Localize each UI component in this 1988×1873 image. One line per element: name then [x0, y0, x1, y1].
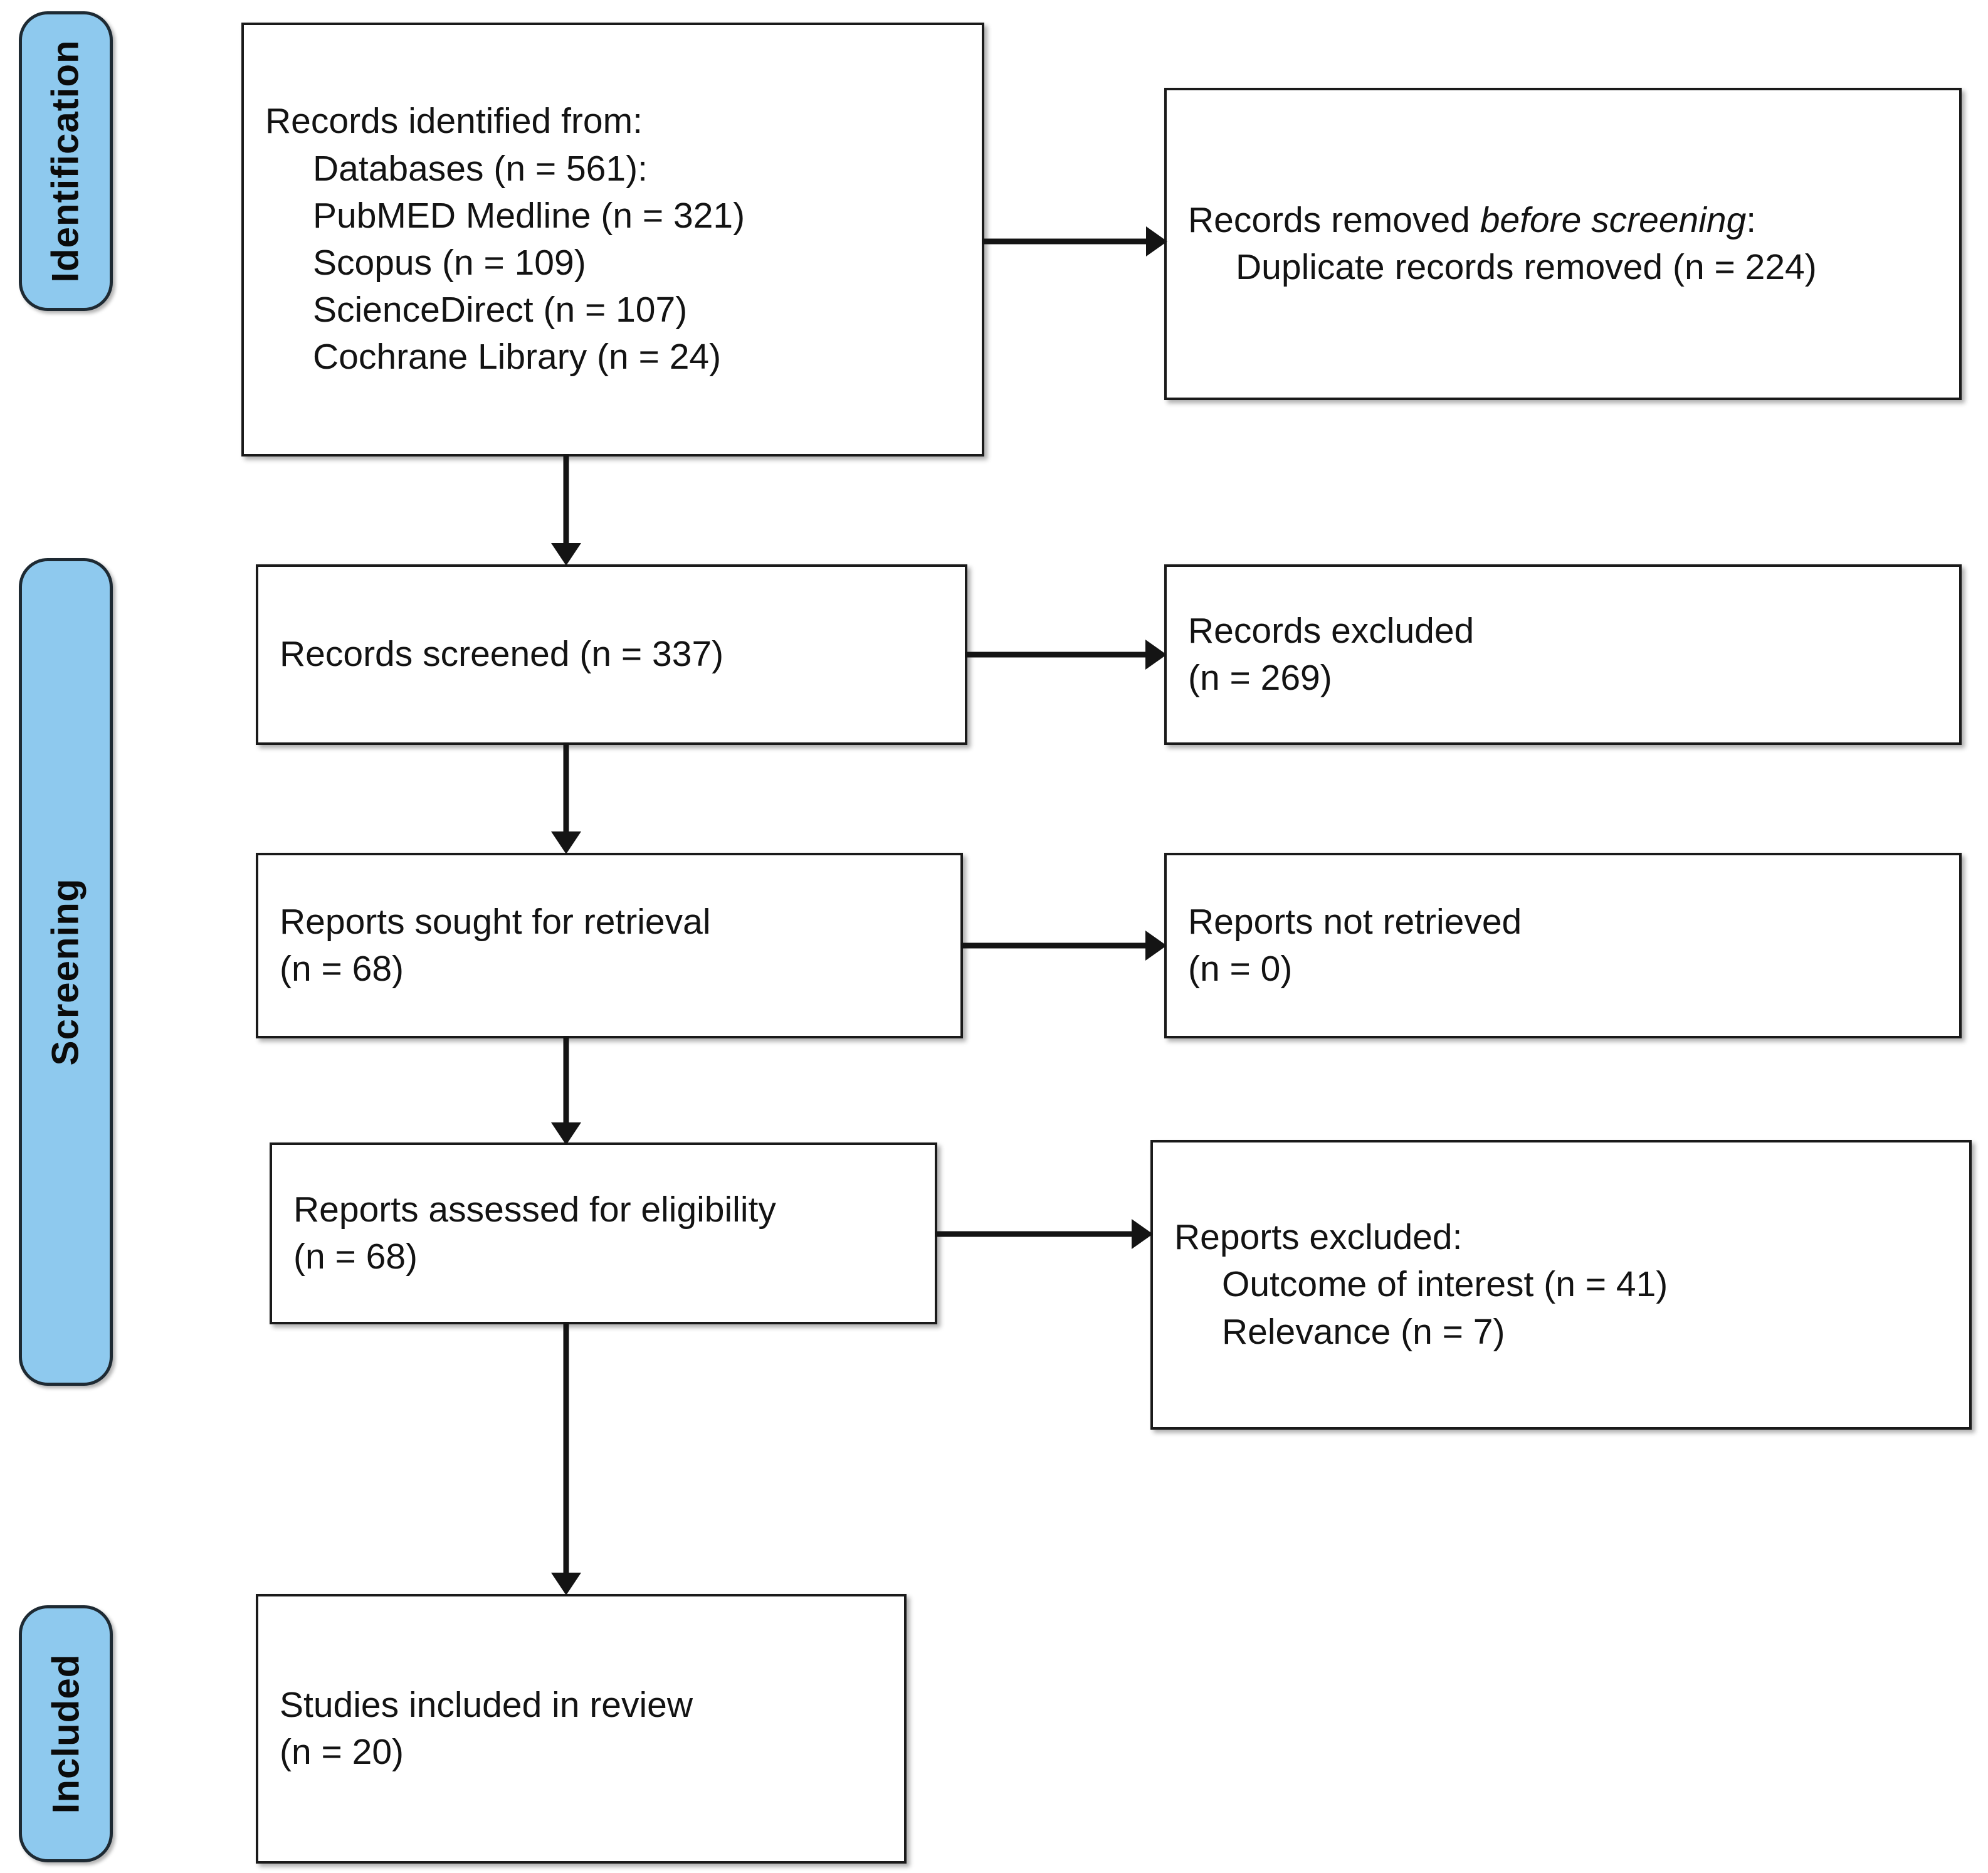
- records-removed-emphasis: before screening: [1480, 199, 1747, 240]
- box-reports-sought-for-retrieval: Reports sought for retrieval (n = 68): [256, 853, 963, 1038]
- line-cochrane-library: Cochrane Library (n = 24): [313, 337, 722, 377]
- phase-label-identification: Identification: [45, 40, 87, 283]
- line-excluded-outcome-of-interest: Outcome of interest (n = 41): [1222, 1264, 1668, 1305]
- connector-screened-to-excluded: [965, 636, 1169, 673]
- connector-sought-to-not-retrieved: [960, 927, 1169, 964]
- phase-bar-included: Included: [19, 1605, 113, 1862]
- box-reports-excluded-text: Reports excluded: Outcome of interest (n…: [1153, 1214, 1969, 1356]
- phase-bar-screening: Screening: [19, 558, 113, 1386]
- box-reports-excluded: Reports excluded: Outcome of interest (n…: [1150, 1140, 1972, 1430]
- line-records-excluded: Records excluded: [1188, 610, 1475, 651]
- connector-screened-to-sought: [547, 742, 585, 857]
- box-records-identified: Records identified from: Databases (n = …: [241, 23, 984, 456]
- line-studies-included: Studies included in review: [280, 1684, 693, 1725]
- connector-assessed-to-excluded: [935, 1215, 1155, 1253]
- line-duplicate-records-removed: Duplicate records removed (n = 224): [1236, 247, 1817, 287]
- line-records-identified-from: Records identified from:: [265, 101, 643, 142]
- box-studies-included-text: Studies included in review (n = 20): [258, 1682, 904, 1776]
- records-removed-prefix: Records removed: [1188, 199, 1480, 240]
- connector-identified-to-screened: [547, 454, 585, 568]
- records-removed-colon: :: [1746, 199, 1757, 240]
- box-reports-assessed-text: Reports assessed for eligibility (n = 68…: [272, 1186, 935, 1280]
- box-records-excluded-text: Records excluded (n = 269): [1167, 608, 1959, 702]
- line-excluded-relevance: Relevance (n = 7): [1222, 1311, 1505, 1352]
- line-databases-total: Databases (n = 561):: [313, 148, 648, 189]
- line-pubmed-medline: PubMED Medline (n = 321): [313, 195, 745, 236]
- box-reports-not-retrieved: Reports not retrieved (n = 0): [1164, 853, 1962, 1038]
- phase-bar-identification: Identification: [19, 11, 113, 311]
- phase-label-included: Included: [45, 1654, 87, 1814]
- line-records-excluded-count: (n = 269): [1188, 658, 1332, 698]
- box-reports-not-retrieved-text: Reports not retrieved (n = 0): [1167, 899, 1959, 993]
- box-studies-included-in-review: Studies included in review (n = 20): [256, 1594, 907, 1864]
- box-reports-assessed-for-eligibility: Reports assessed for eligibility (n = 68…: [270, 1142, 937, 1324]
- connector-sought-to-assessed: [547, 1036, 585, 1148]
- phase-label-screening: Screening: [45, 878, 87, 1066]
- line-sciencedirect: ScienceDirect (n = 107): [313, 290, 688, 330]
- connector-assessed-to-included: [547, 1322, 585, 1598]
- line-reports-not-retrieved-count: (n = 0): [1188, 949, 1293, 989]
- line-records-removed-heading: Records removed before screening:: [1188, 197, 1938, 244]
- line-studies-included-count: (n = 20): [280, 1732, 404, 1772]
- box-records-removed-before-screening: Records removed before screening: Duplic…: [1164, 88, 1962, 400]
- line-reports-assessed: Reports assessed for eligibility: [293, 1189, 776, 1230]
- box-records-identified-text: Records identified from: Databases (n = …: [244, 98, 982, 381]
- box-records-screened-text: Records screened (n = 337): [258, 631, 965, 678]
- box-records-screened: Records screened (n = 337): [256, 564, 967, 745]
- line-reports-sought-count: (n = 68): [280, 949, 404, 989]
- line-records-screened: Records screened (n = 337): [280, 634, 724, 675]
- box-records-removed-text: Records removed before screening: Duplic…: [1167, 197, 1959, 291]
- line-reports-assessed-count: (n = 68): [293, 1237, 418, 1277]
- box-records-excluded: Records excluded (n = 269): [1164, 564, 1962, 745]
- line-reports-sought: Reports sought for retrieval: [280, 901, 711, 942]
- line-reports-not-retrieved: Reports not retrieved: [1188, 901, 1522, 942]
- connector-identified-to-removed: [982, 223, 1170, 260]
- box-reports-sought-text: Reports sought for retrieval (n = 68): [258, 899, 960, 993]
- line-reports-excluded-heading: Reports excluded:: [1174, 1217, 1463, 1258]
- line-scopus: Scopus (n = 109): [313, 243, 586, 283]
